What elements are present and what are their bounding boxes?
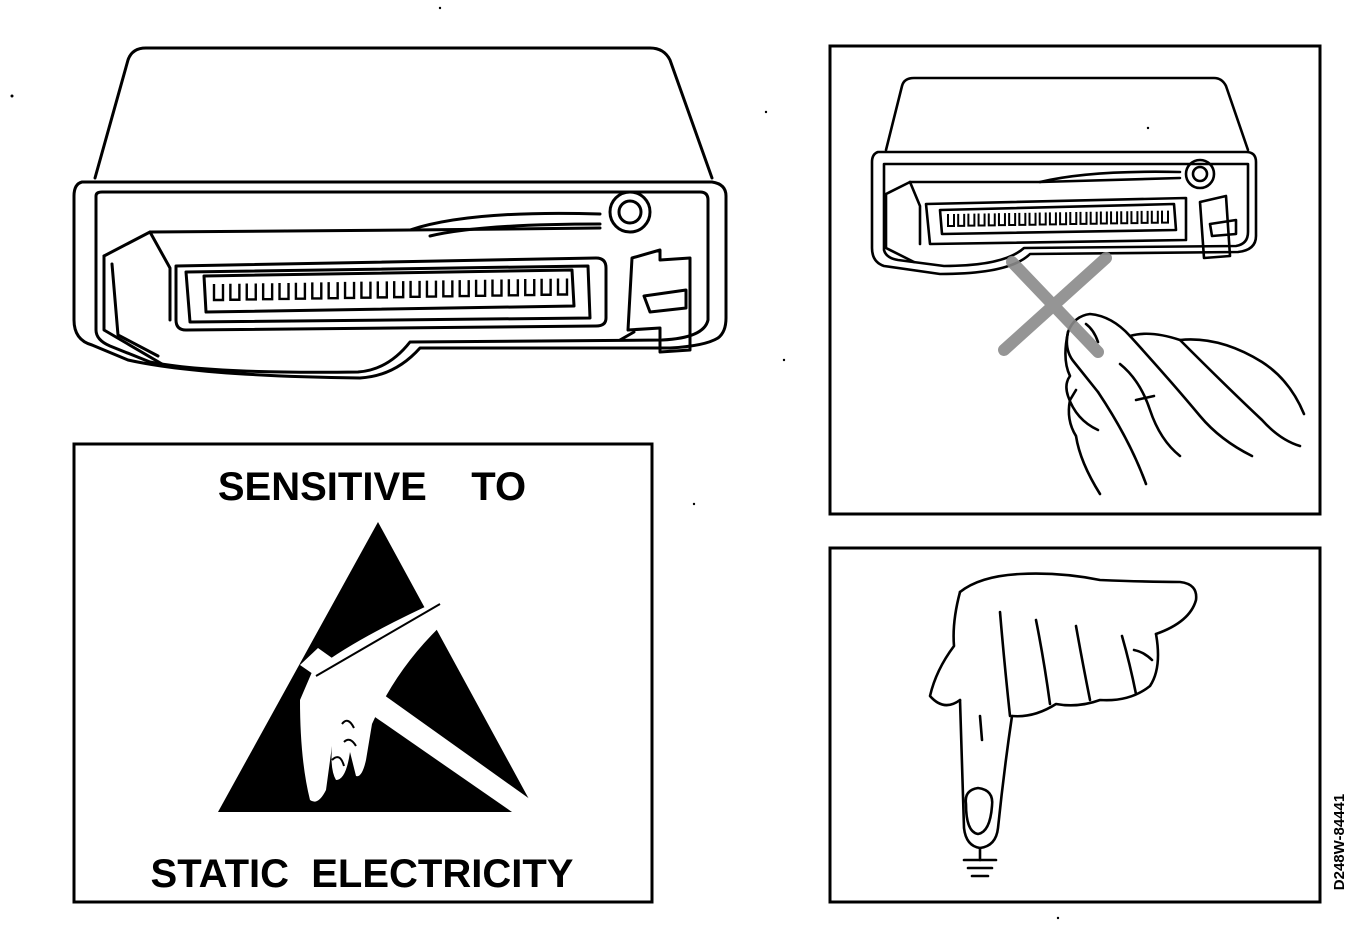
connector-pin (1070, 212, 1076, 224)
esd-warning-panel: SENSITIVE TO STATIC ELECTRICITY (74, 444, 652, 902)
connector-pin (989, 213, 995, 225)
connector-pin (999, 213, 1005, 225)
connector-pin (492, 280, 501, 296)
connector-pin (361, 282, 370, 298)
connector-pins-small (948, 211, 1168, 226)
connector-pin (1030, 213, 1036, 225)
connector-pin (968, 214, 974, 226)
connector-pin (1050, 212, 1056, 224)
ground-touch-panel (830, 548, 1320, 902)
connector-pin (263, 283, 272, 299)
esd-symbol-icon (218, 522, 548, 812)
do-not-touch-panel (830, 46, 1320, 514)
connector-pin (1131, 211, 1137, 223)
connector-pin (1040, 213, 1046, 225)
connector-pin (958, 214, 964, 226)
connector-pin (525, 279, 534, 295)
connector-pin (476, 280, 485, 296)
connector-pin (1101, 212, 1107, 224)
connector-pin (378, 281, 387, 297)
connector-pin (214, 284, 223, 300)
connector-pin (460, 280, 469, 296)
warning-line-1: SENSITIVE TO (218, 465, 526, 509)
pointing-hand-icon (930, 574, 1196, 848)
connector-pin (979, 214, 985, 226)
scan-specks (10, 6, 1150, 920)
connector-pin (1060, 212, 1066, 224)
connector-pin (1152, 211, 1158, 223)
connector-pin (1080, 212, 1086, 224)
control-unit-large (74, 48, 726, 378)
connector-pin (230, 284, 239, 300)
touching-hand-icon (1065, 314, 1304, 494)
warning-line-2: STATIC ELECTRICITY (151, 852, 574, 896)
connector-pin (1111, 211, 1117, 223)
connector-pin (443, 280, 452, 296)
connector-pin (345, 282, 354, 298)
connector-pin (296, 283, 305, 299)
connector-pin (1162, 211, 1168, 223)
connector-pin (1142, 211, 1148, 223)
connector-pins-large (214, 278, 567, 300)
connector-pin (411, 281, 420, 297)
connector-pin (1019, 213, 1025, 225)
figure-code: D248W-84441 (1331, 794, 1348, 890)
connector-pin (1091, 212, 1097, 224)
connector-pin (329, 282, 338, 298)
ground-symbol-icon (964, 848, 996, 876)
connector-pin (394, 281, 403, 297)
connector-pin (247, 283, 256, 299)
connector-pin (1009, 213, 1015, 225)
prohibition-cross-icon (1004, 258, 1106, 352)
connector-pin (509, 279, 518, 295)
connector-pin (1121, 211, 1127, 223)
connector-pin (312, 282, 321, 298)
connector-pin (427, 281, 436, 297)
connector-pin (280, 283, 289, 299)
connector-pin (948, 214, 954, 226)
connector-pin (558, 278, 567, 294)
connector-pin (542, 279, 551, 295)
